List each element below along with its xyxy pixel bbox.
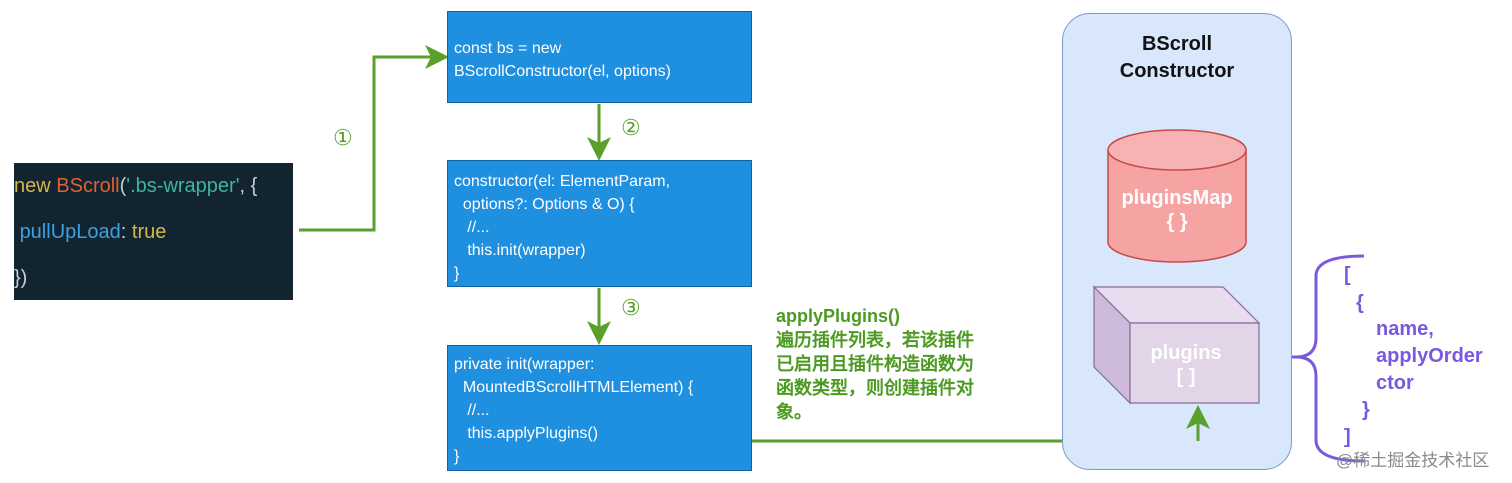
- code-line-3: }): [14, 267, 28, 289]
- code-keyword: new: [14, 175, 51, 197]
- code-property: pullUpLoad: [19, 221, 121, 243]
- code-line-1: new BScroll('.bs-wrapper', {: [14, 163, 257, 209]
- constructor-box: constructor(el: ElementParam, options?: …: [447, 160, 752, 287]
- code-line-2: pullUpLoad: true: [14, 209, 167, 255]
- apply-plugins-title: applyPlugins(): [776, 306, 901, 326]
- plugins-value: [ ]: [1176, 366, 1196, 388]
- open-bracket: [: [1344, 264, 1351, 286]
- bscroll-constructor-title: BScroll Constructor: [1119, 33, 1235, 82]
- code-paren: (: [119, 175, 127, 197]
- new-instance-box: const bs = new BScrollConstructor(el, op…: [447, 11, 752, 103]
- close-brace: }: [1362, 399, 1370, 421]
- arrow-step-1: [299, 45, 449, 232]
- apply-plugins-description: 遍历插件列表，若该插件 已启用且插件构造函数为 函数类型，则创建插件对 象。: [776, 330, 974, 422]
- code-punctuation: , {: [239, 175, 258, 197]
- code-snippet: new BScroll('.bs-wrapper', { pullUpLoad:…: [14, 163, 293, 300]
- plugins-map-value: { }: [1166, 211, 1188, 233]
- code-colon: :: [120, 221, 132, 243]
- plugin-fields: name, applyOrder ctor: [1376, 318, 1483, 394]
- step-2-label: ②: [621, 115, 641, 140]
- curly-brace-icon: [1295, 254, 1365, 463]
- step-1-label: ①: [333, 125, 353, 150]
- plugins-map-label: pluginsMap { }: [1108, 186, 1246, 234]
- plugins-name: plugins: [1150, 342, 1222, 364]
- open-brace: {: [1356, 292, 1364, 314]
- watermark: @稀土掘金技术社区: [1336, 451, 1490, 470]
- init-box: private init(wrapper: MountedBScrollHTML…: [447, 345, 752, 471]
- step-3-label: ③: [621, 295, 641, 320]
- code-boolean: true: [131, 221, 167, 243]
- plugins-map-name: pluginsMap: [1121, 187, 1233, 209]
- close-bracket: ]: [1344, 426, 1351, 448]
- code-string: '.bs-wrapper': [126, 175, 240, 197]
- plugins-label: plugins [ ]: [1136, 341, 1236, 389]
- code-class-name: BScroll: [56, 175, 120, 197]
